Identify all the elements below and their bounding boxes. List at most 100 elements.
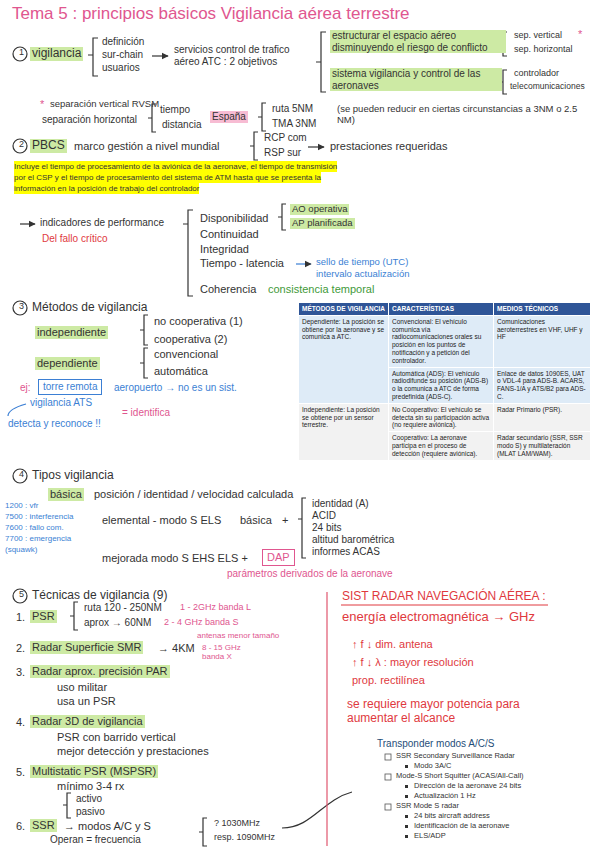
section-number: 5 xyxy=(17,589,26,599)
table-cell: MÉTODOS DE VIGILANCIA xyxy=(299,303,389,316)
note-text: ej: xyxy=(18,382,33,394)
note-text: 1200 : vfr xyxy=(3,501,40,510)
note-text: (se pueden reducir en ciertas circunstan… xyxy=(335,104,584,126)
note-text: no cooperativa (1) xyxy=(152,315,245,328)
section-heading: SIST RADAR NAVEGACIÓN AÉREA : xyxy=(340,590,548,604)
arrow xyxy=(152,55,168,56)
topic-heading: vigilancia xyxy=(30,47,83,61)
note-text: antenas menor tamaño xyxy=(195,631,281,640)
note-text: vigilancia ATS xyxy=(28,397,94,409)
note-text: (squawk) xyxy=(3,545,39,554)
note-text: ACID xyxy=(310,510,338,522)
note-text: sistema vigilancia y control de las aero… xyxy=(330,68,502,91)
note-text: definición xyxy=(100,36,146,48)
note-text: distancia xyxy=(160,119,203,131)
bracket xyxy=(278,204,286,230)
table-cell: Cooperativo: La aeronave participa en el… xyxy=(389,432,494,460)
hand-curve xyxy=(282,792,352,828)
note-text: mínimo 3-4 rx xyxy=(55,780,126,793)
note-text: marco gestión a nivel mundial xyxy=(72,140,222,153)
section-number: 3 xyxy=(17,301,26,311)
note-text: Identificación de la aeronave xyxy=(412,822,511,831)
arrow xyxy=(296,263,311,264)
note-text: convencional xyxy=(152,348,220,361)
page-title: Tema 5 : principios básicos Vigilancia a… xyxy=(10,4,412,24)
table-cell: Enlace de datos 1090ES, UAT o VDL-4 para… xyxy=(494,367,591,403)
note-text: básica xyxy=(48,488,84,501)
cell-text: Comunicaciones aeroterrestres en VHF, UH… xyxy=(497,318,587,341)
note-text: Actualización 1 Hz xyxy=(412,792,478,801)
note-text: mejor detección y prestaciones xyxy=(55,745,211,758)
note-text: 8 - 15 GHz banda X xyxy=(200,643,266,661)
bracket xyxy=(140,348,148,378)
note-text: Mode-S Short Squitter (ACAS/All-Call) xyxy=(394,772,526,781)
note-text: Multistatic PSR (MSPSR) xyxy=(30,765,158,778)
note-text: Integridad xyxy=(198,243,251,256)
note-text: mejorada modo S EHS ELS + xyxy=(100,552,250,565)
number-circle xyxy=(13,589,27,603)
table-cell: Convencional: El vehículo comunica vía r… xyxy=(389,315,494,367)
note-text: Dirección de la aeronave 24 bits xyxy=(412,782,523,791)
bracket xyxy=(183,210,193,296)
note-text: + xyxy=(280,514,290,527)
bracket xyxy=(140,315,148,345)
bullet xyxy=(405,825,408,828)
note-text: estructurar el espacio aéreo disminuyend… xyxy=(330,30,506,53)
note-text: 1. xyxy=(14,611,27,624)
note-text: elemental - modo S ELS xyxy=(100,514,223,527)
node-text: torre remota xyxy=(43,381,97,392)
asterisk: * xyxy=(38,98,46,111)
cell-text: Enlace de datos 1090ES, UAT o VDL-4 para… xyxy=(497,370,587,401)
hand-curve xyxy=(8,404,26,416)
note-text: 6. xyxy=(14,820,27,833)
note-text: separación horizontal xyxy=(40,114,139,126)
arrow xyxy=(20,223,35,224)
note-text: dependiente xyxy=(35,357,100,370)
topic-heading: PBCS xyxy=(30,139,67,153)
note-text: Radar Superficie SMR xyxy=(30,641,143,654)
note-text: ruta 120 - 250NM xyxy=(82,602,164,614)
note-text: 2 - 4 GHz banda S xyxy=(162,617,241,627)
number-circle xyxy=(13,469,27,483)
bracket xyxy=(70,602,78,630)
table-row: Dependiente: La posición se obtiene por … xyxy=(299,315,591,367)
number-circle xyxy=(13,301,27,315)
note-text: aprox → 60NM xyxy=(82,617,153,629)
table-cell: Automática (ADS): El vehículo radiodifun… xyxy=(389,367,494,403)
note-text: usa un PSR xyxy=(55,695,118,708)
note-text: aeropuerto → no es un sist. xyxy=(112,382,239,394)
note-text: energía electromagnética → GHz xyxy=(340,610,537,625)
highlighted-text: Incluye el tiempo de procesamiento de la… xyxy=(14,161,337,194)
bullet xyxy=(405,795,408,798)
table-cell: Independiente: La posición se obtiene po… xyxy=(299,403,389,460)
note-text: ? 1030MHz xyxy=(212,818,262,828)
underline xyxy=(341,605,548,606)
note-text: España xyxy=(210,111,248,123)
outlined-box: DAP xyxy=(262,549,295,566)
bracket xyxy=(250,132,258,160)
cell-text: No Cooperativo: El vehículo se detecta s… xyxy=(392,406,490,429)
outlined-box: torre remota xyxy=(38,379,102,395)
note-text: Radar 3D de vigilancia xyxy=(30,715,145,728)
asterisk: * xyxy=(576,28,584,41)
note-text: 3. xyxy=(14,666,27,679)
cell-text: Radar secundario (SSR, SSR modo S) y mul… xyxy=(497,434,587,457)
cell-text: Dependiente: La posición se obtiene por … xyxy=(302,318,385,341)
highlighted-excerpt: Incluye el tiempo de procesamiento de la… xyxy=(12,162,351,194)
number-circle xyxy=(13,47,27,61)
note-text: consistencia temporal xyxy=(266,283,376,296)
note-text: = identifica xyxy=(120,407,172,419)
note-text: se requiere mayor potencia para aumentar… xyxy=(345,698,564,726)
cell-text: Independiente: La posición se obtiene po… xyxy=(302,406,385,429)
bracket xyxy=(316,32,326,92)
note-text: tiempo xyxy=(158,104,192,116)
cell-text: MÉTODOS DE VIGILANCIA xyxy=(302,305,385,313)
note-text: Continuidad xyxy=(198,228,261,241)
note-text: SSR Mode S radar xyxy=(394,802,461,811)
topic-heading: Métodos de vigilancia xyxy=(30,301,149,315)
note-text: telecomunicaciones xyxy=(508,82,587,92)
checkbox xyxy=(385,754,391,760)
note-text: 7600 : fallo com. xyxy=(3,523,66,532)
note-text: PSR xyxy=(30,610,57,623)
divider-line xyxy=(326,592,327,846)
